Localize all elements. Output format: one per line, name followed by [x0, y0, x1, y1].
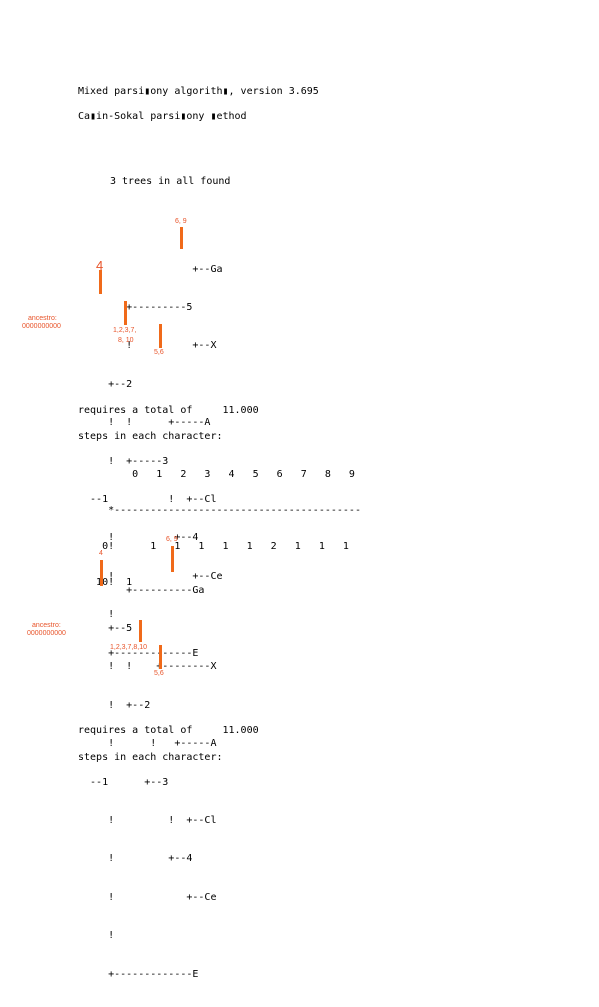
- steps-row: 0! 1 1 1 1 1 2 1 1 1: [78, 541, 349, 552]
- tree-line: ! +-----3: [78, 455, 169, 467]
- tree-line: +--Ga: [78, 263, 223, 275]
- tree-line: ! ! +--------X: [78, 661, 217, 673]
- steps-header-row: 0 1 2 3 4 5 6 7 8 9: [78, 469, 355, 480]
- annotation-6-9: 6, 9: [175, 218, 187, 225]
- tree-2-diagram: +----------Ga +--5 ! ! +--------X ! +--2…: [78, 559, 216, 1007]
- tree-line: ! ! +--Cl: [78, 814, 217, 826]
- tree-line: ! +--4: [78, 532, 199, 544]
- change-bar: [159, 645, 162, 669]
- requires-total: requires a total of 11.000: [78, 725, 259, 736]
- tree-line: ! ! +-----A: [78, 738, 217, 750]
- tree-line: +--2: [78, 378, 133, 390]
- change-bar: [100, 560, 103, 586]
- change-bar: [124, 301, 127, 325]
- steps-title: steps in each character:: [78, 752, 223, 763]
- change-bar: [171, 546, 174, 572]
- tree-line: ! +--2: [78, 699, 151, 711]
- steps-title: steps in each character:: [78, 431, 223, 442]
- steps-row: 10! 1: [78, 577, 133, 588]
- tree-line: ! +--4: [78, 853, 193, 865]
- tree-line: +-------------E: [78, 968, 199, 980]
- tree-line: ! +--Ce: [78, 891, 217, 903]
- annotation-8-10: 8, 10: [118, 337, 134, 344]
- program-title: Mixed parsi▮ony algorith▮, version 3.695: [78, 86, 319, 97]
- change-bar: [159, 324, 162, 348]
- tree-line: +-------------E: [78, 647, 199, 659]
- trees-found-text: 3 trees in all found: [110, 176, 231, 187]
- annotation-1237: 1,2,3,7,: [113, 327, 137, 334]
- annotation-6-9: 6, 9: [166, 536, 178, 543]
- change-bar: [139, 620, 142, 642]
- tree-line: !: [78, 609, 115, 621]
- annotation-1237810: 1,2,3,7,8,10: [110, 644, 147, 651]
- ancestor-value: 0000000000: [27, 630, 66, 637]
- requires-total: requires a total of 11.000: [78, 405, 259, 416]
- steps-separator: *---------------------------------------…: [78, 505, 361, 516]
- tree-line: +---------5: [78, 301, 193, 313]
- ancestor-label: ancestro:: [28, 315, 57, 322]
- annotation-5-6: 5,6: [154, 670, 164, 677]
- change-bar: [180, 227, 183, 249]
- tree-line: --1 +--3: [78, 776, 169, 788]
- tree-line: ! ! +-----A: [78, 417, 211, 429]
- tree-line: +--5: [78, 622, 133, 634]
- method-title: Ca▮in-Sokal parsi▮ony ▮ethod: [78, 111, 247, 122]
- annotation-4: 4: [99, 550, 103, 557]
- ancestor-label: ancestro:: [32, 622, 61, 629]
- annotation-4: 4: [96, 258, 104, 273]
- tree-line: --1 ! +--Cl: [78, 493, 217, 505]
- tree-line: !: [78, 930, 115, 942]
- tree-line: ! +--X: [78, 340, 217, 352]
- annotation-5-6: 5,6: [154, 349, 164, 356]
- steps-table: 0 1 2 3 4 5 6 7 8 9 *-------------------…: [78, 445, 361, 613]
- tree-line: ! +--Ce: [78, 570, 223, 582]
- ancestor-value: 0000000000: [22, 323, 61, 330]
- tree-1-diagram: +--Ga +---------5 ! +--X +--2 ! ! +-----…: [78, 238, 223, 686]
- change-bar: [99, 270, 102, 294]
- tree-line: +----------Ga: [78, 584, 205, 596]
